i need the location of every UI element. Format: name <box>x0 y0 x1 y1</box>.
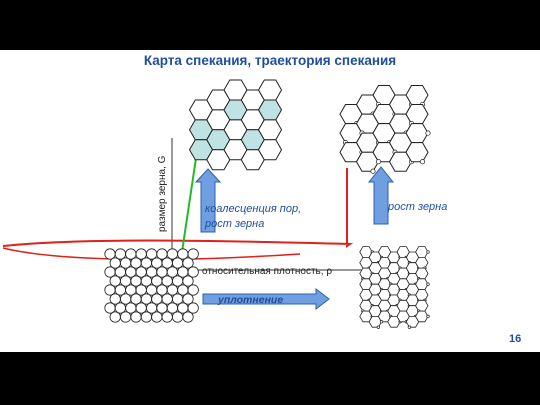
powder-particle <box>182 293 194 305</box>
powder-particle <box>182 311 194 323</box>
grain-cell <box>257 139 283 161</box>
grain-cell <box>415 278 429 291</box>
pore <box>407 325 412 329</box>
powder-particle <box>182 275 194 287</box>
grain-cell <box>415 289 429 301</box>
grain-cell <box>415 310 429 323</box>
slide-title: Карта спекания, траектория спекания <box>144 53 396 68</box>
powder-particle <box>172 311 184 323</box>
grain-cell <box>415 267 429 280</box>
grain-cell <box>405 123 429 144</box>
bottom-black-band <box>0 352 540 405</box>
powder-particle <box>187 266 199 278</box>
microstructure-coarse-grain-dense <box>339 85 431 174</box>
slide: Карта спекания, траектория спекания разм… <box>0 50 540 352</box>
powder-particle <box>151 311 163 323</box>
y-axis-label: размер зерна, G <box>157 155 168 232</box>
label-coalescence-line1: коалесценция пор, <box>205 203 301 215</box>
trajectory-red <box>2 168 354 248</box>
x-axis-label: относительная плотность, ρ <box>202 266 332 277</box>
grain-cell <box>405 85 429 105</box>
powder-particle <box>109 311 121 323</box>
pore <box>419 159 426 165</box>
arrow-up-grain-growth <box>367 166 395 225</box>
trajectory-green <box>181 157 197 253</box>
microstructure-coarse-grain-porous <box>188 79 283 171</box>
powder-particle <box>182 257 194 269</box>
pore <box>375 159 382 165</box>
pore <box>426 282 430 286</box>
pore <box>426 314 430 319</box>
label-grain-growth: рост зерна <box>387 201 447 213</box>
microstructure-initial-powder <box>104 248 199 323</box>
label-coalescence-line2: рост зерна <box>204 218 264 230</box>
powder-particle <box>161 311 173 323</box>
grain-cell <box>405 142 429 163</box>
powder-particle <box>120 311 132 323</box>
grain-cell <box>415 246 429 258</box>
arrow-densification <box>202 287 330 311</box>
pore <box>370 168 376 174</box>
powder-particle <box>130 311 142 323</box>
sintering-map-diagram: Карта спекания, траектория спекания разм… <box>2 53 521 345</box>
pore <box>376 325 381 329</box>
grain-cell <box>415 256 429 269</box>
grain-cell <box>415 299 429 312</box>
powder-particle <box>187 284 199 296</box>
pore <box>426 250 430 254</box>
page-number: 16 <box>509 333 521 345</box>
pore <box>379 320 384 324</box>
top-black-band <box>0 0 540 50</box>
pore <box>425 130 431 136</box>
powder-particle <box>187 302 199 314</box>
arrow-up-coalescence <box>194 168 222 233</box>
microstructure-fine-grain-dense <box>359 246 430 329</box>
powder-particle <box>140 311 152 323</box>
grain-cell <box>405 104 429 125</box>
powder-particle <box>187 248 199 260</box>
arrow-densification-label: уплотнение <box>217 294 283 306</box>
